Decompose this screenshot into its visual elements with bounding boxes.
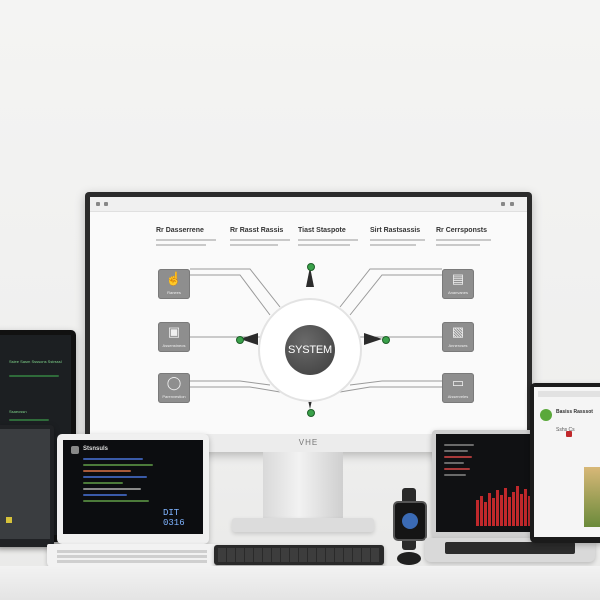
column-heading-5: Rr Cerrsponsts (436, 227, 487, 234)
node-label: Aisserveles (447, 394, 469, 399)
server-icon: ▤ (451, 271, 465, 286)
tablet-title: Basiss Rasssot (556, 409, 593, 415)
app-icon (71, 446, 79, 454)
main-monitor: Rr Dasserrene Rr Rasst Rassis Tiast Stas… (85, 192, 532, 452)
tablet-subtitle: Sshs Cs (556, 427, 575, 433)
code-line (9, 419, 49, 421)
code-line (444, 474, 466, 476)
column-heading-2: Rr Rasst Rassis (230, 227, 284, 234)
heading-underline (298, 244, 350, 246)
node-label: Parenvestion (162, 394, 186, 399)
heading-underline (156, 239, 216, 241)
heading-underline (370, 239, 425, 241)
tablet-text-2: Ssaeossn (9, 409, 27, 414)
desk-surface (0, 566, 600, 600)
key-row (57, 560, 207, 563)
code-line (83, 482, 123, 484)
code-line (9, 375, 59, 377)
column-heading-4: Sirt Rastsassis (370, 227, 421, 234)
node-left-1[interactable]: ☝ Ranees (158, 269, 190, 299)
chip-icon: ▣ (167, 324, 181, 339)
yellow-marker (6, 517, 12, 523)
window-minimize-icon[interactable] (501, 202, 505, 206)
column-heading-3: Tiast Staspote (298, 227, 346, 234)
heading-underline (298, 239, 358, 241)
notification-badge (566, 431, 572, 437)
left-small-tablet (0, 425, 54, 547)
code-line (83, 458, 143, 460)
node-right-3[interactable]: ▭ Aisserveles (442, 373, 474, 403)
heading-underline (230, 239, 290, 241)
node-right-1[interactable]: ▤ Ananvanes (442, 269, 474, 299)
keyboard[interactable] (214, 545, 384, 565)
right-laptop-keys (445, 542, 575, 554)
system-hub[interactable]: SYSTEM (285, 325, 335, 375)
status-dot (236, 336, 244, 344)
status-dot (307, 409, 315, 417)
display-value: DIT 0316 (163, 508, 185, 528)
key-row (57, 555, 207, 558)
watch-dial-icon (402, 513, 418, 529)
node-label: Ananvanes (447, 290, 468, 295)
tablet-text-1: Ssiee Sasm Ssssons Sstrsssl (9, 359, 62, 364)
heading-underline (436, 244, 480, 246)
mouse[interactable] (397, 552, 421, 565)
left-small-tablet-screen (0, 429, 50, 539)
status-dot (382, 336, 390, 344)
left-laptop-screen: Stsnsuls DIT 0316 (63, 440, 203, 534)
code-line (444, 450, 468, 452)
landscape-image (584, 467, 600, 527)
monitor-screen: Rr Dasserrene Rr Rasst Rassis Tiast Stas… (90, 197, 527, 434)
code-line (83, 470, 131, 472)
diagram-connectors (190, 267, 442, 409)
code-line (444, 444, 474, 446)
code-line (83, 500, 149, 502)
key-row (57, 550, 207, 553)
code-line (83, 488, 141, 490)
code-line (83, 464, 153, 466)
smartwatch (393, 501, 427, 541)
hand-icon: ☝ (165, 271, 183, 286)
monitor-stand-base (232, 518, 374, 532)
heading-underline (370, 244, 416, 246)
code-line (444, 468, 470, 470)
node-right-2[interactable]: ▧ Anneroses (442, 322, 474, 352)
code-line (444, 462, 464, 464)
right-tablet: Basiss Rasssot Sshs Cs (530, 383, 600, 543)
right-tablet-screen: Basiss Rasssot Sshs Cs (534, 387, 600, 537)
code-line (444, 456, 472, 458)
node-label: Anneroses (448, 343, 468, 348)
window-back-icon[interactable] (104, 202, 108, 206)
window-close-icon[interactable] (510, 202, 514, 206)
keyboard-keys (218, 548, 380, 562)
document-icon: ▧ (451, 324, 465, 339)
panel-icon: ▭ (451, 375, 465, 390)
app-title: Stsnsuls (83, 446, 109, 452)
left-laptop: Stsnsuls DIT 0316 (57, 434, 209, 544)
bulb-icon: ◯ (166, 375, 182, 390)
code-line (83, 476, 147, 478)
window-menu-icon[interactable] (96, 202, 100, 206)
heading-underline (436, 239, 491, 241)
heading-underline (156, 244, 206, 246)
heading-underline (230, 244, 278, 246)
tablet-toolbar (538, 391, 600, 397)
node-label: Assenstneos (162, 343, 186, 348)
code-line (83, 494, 127, 496)
app-logo-icon (540, 409, 552, 421)
monitor-stand (263, 452, 343, 522)
node-left-2[interactable]: ▣ Assenstneos (158, 322, 190, 352)
node-left-3[interactable]: ◯ Parenvestion (158, 373, 190, 403)
column-heading-1: Rr Dasserrene (156, 227, 204, 234)
left-laptop-keyboard (47, 544, 217, 568)
node-label: Ranees (167, 290, 181, 295)
status-dot (307, 263, 315, 271)
window-titlebar (90, 197, 527, 212)
